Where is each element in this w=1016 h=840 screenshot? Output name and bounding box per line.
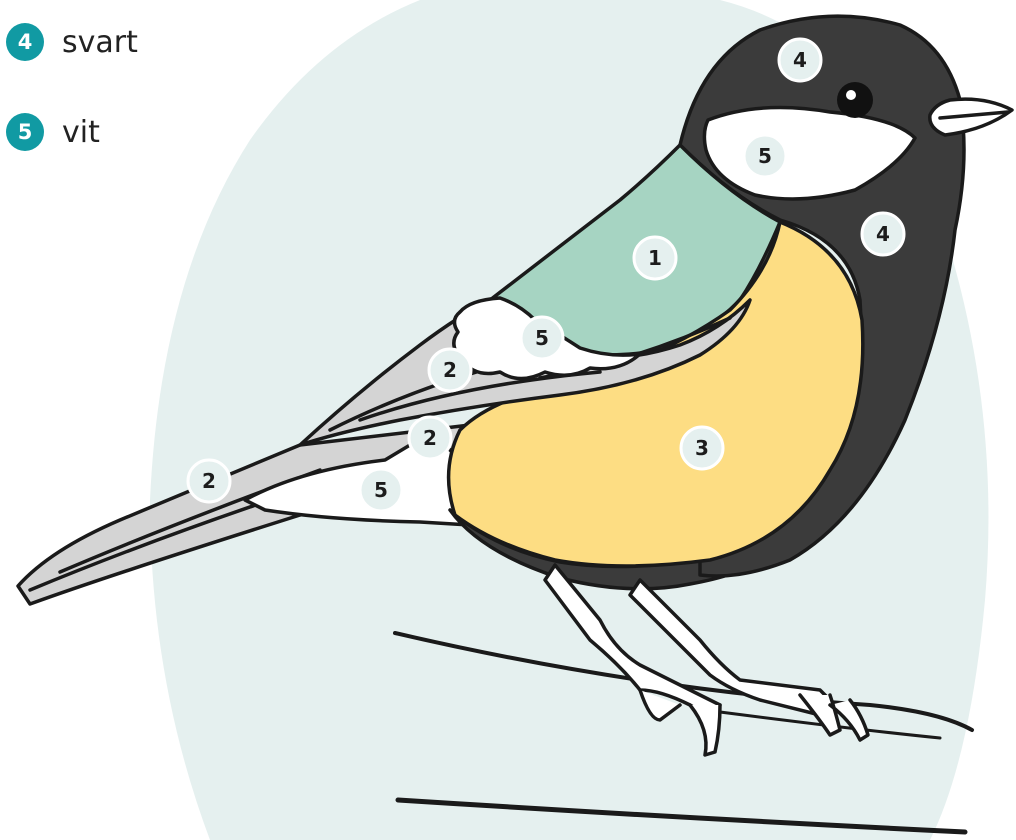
branch-upper-lower-edge (718, 710, 942, 740)
marker-wing-bar (519, 315, 565, 361)
marker-cheek (742, 133, 788, 179)
marker-lower-wing-number: 2 (423, 426, 437, 450)
marker-tail (186, 458, 232, 504)
marker-back (632, 235, 678, 281)
marker-wing-feathers (427, 347, 473, 393)
legend-label: svart (62, 24, 138, 60)
marker-belly-number: 3 (695, 436, 709, 460)
marker-cheek-number: 5 (758, 144, 772, 168)
legend-badge: 5 (6, 113, 44, 151)
legend-badge: 4 (6, 23, 44, 61)
marker-back-number: 1 (648, 246, 662, 270)
beak-line (938, 110, 1010, 120)
leg-left (543, 563, 722, 722)
branch-lower (395, 797, 968, 835)
marker-wing-feathers-number: 2 (443, 358, 457, 382)
marker-wing-bar-number: 5 (535, 326, 549, 350)
foot-right (798, 693, 870, 742)
foot-left (638, 688, 722, 757)
beak-shape (928, 97, 1014, 137)
number-markers: 4 5 4 1 5 2 3 2 2 5 (186, 37, 906, 513)
legend-item-black: 4 svart (0, 20, 138, 64)
legend-item-white: 5 vit (0, 110, 100, 154)
marker-undertail (358, 467, 404, 513)
marker-undertail-number: 5 (374, 478, 388, 502)
marker-neck-number: 4 (876, 222, 890, 246)
marker-crown-number: 4 (793, 48, 807, 72)
marker-tail-number: 2 (202, 469, 216, 493)
eye-icon (837, 82, 873, 118)
eye-highlight (846, 90, 856, 100)
marker-neck (860, 211, 906, 257)
marker-belly (679, 425, 725, 471)
marker-lower-wing (407, 415, 453, 461)
legend-label: vit (62, 114, 100, 150)
marker-crown (777, 37, 823, 83)
